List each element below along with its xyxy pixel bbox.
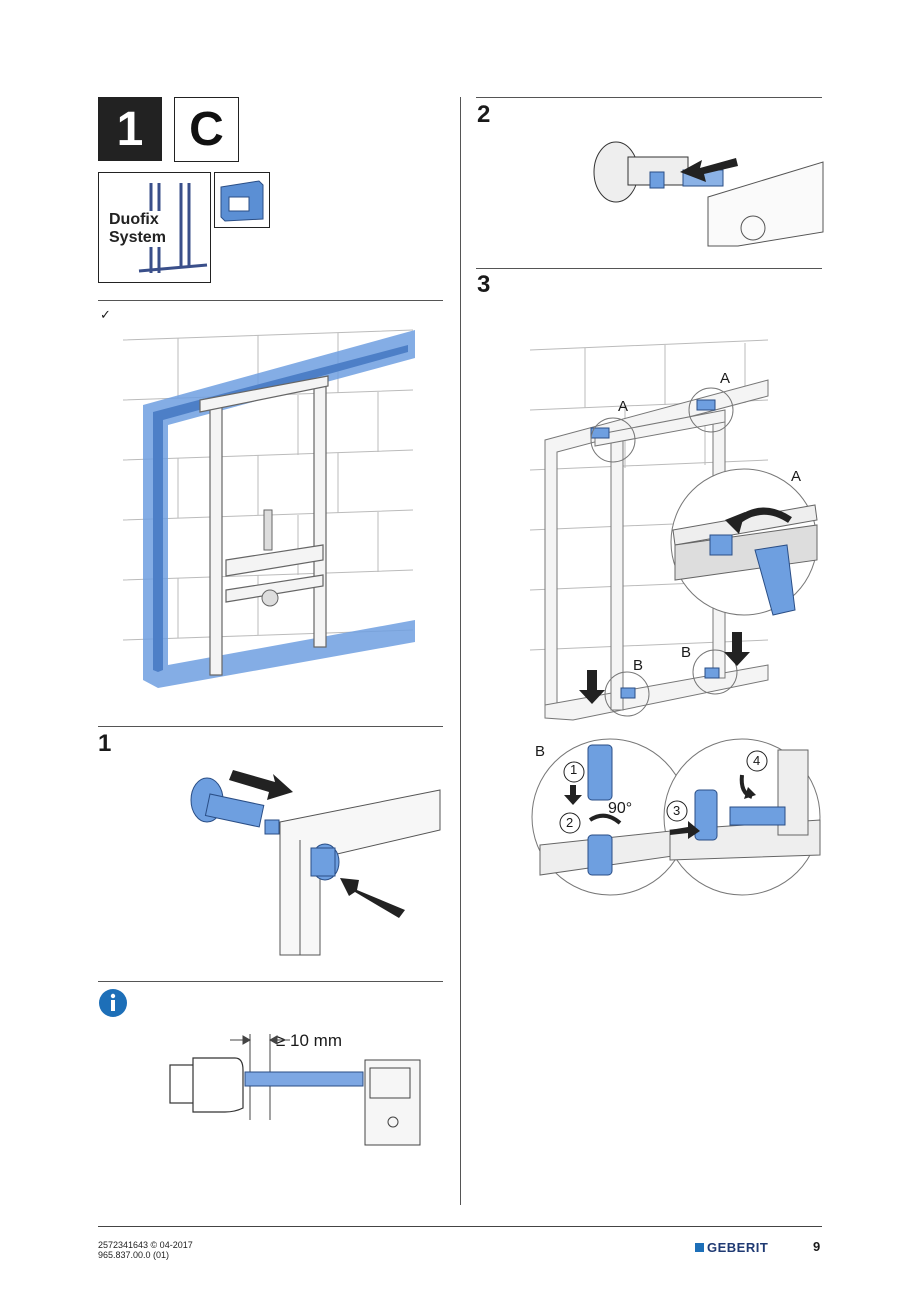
column-divider (460, 97, 461, 1205)
sub-step-1: 1 (570, 762, 578, 777)
step-2-illustration (593, 141, 824, 247)
divider (98, 981, 443, 982)
callout-b-right: B (681, 644, 692, 661)
callout-a-top-right: A (720, 370, 731, 387)
step-1-illustration (190, 770, 441, 956)
divider (98, 300, 443, 301)
callout-a-top-left: A (618, 398, 629, 415)
brand-logo: GEBERIT (695, 1240, 768, 1255)
article-number: 965.837.00.0 (01) (98, 1250, 170, 1260)
mounting-bracket-box (214, 172, 270, 228)
sub-step-4: 4 (753, 753, 761, 768)
brand-text: GEBERIT (707, 1240, 769, 1255)
page-number: 9 (813, 1239, 821, 1254)
footer-rule (98, 1226, 822, 1227)
sub-step-3: 3 (673, 803, 681, 818)
info-icon (99, 989, 127, 1017)
brand-square-icon (695, 1243, 704, 1252)
wall-frame-illustration (122, 329, 415, 688)
rotation-angle-label: 90° (608, 800, 633, 817)
duofix-frame-icon (138, 183, 208, 273)
callout-a-zoom: A (791, 468, 802, 485)
callout-b-detail: B (535, 743, 546, 760)
detail-b-illustration (531, 738, 821, 896)
document-number: 2572341643 © 04-2017 (98, 1240, 193, 1250)
step-letter-text: C (189, 103, 224, 156)
callout-b-left: B (633, 657, 644, 674)
duofix-label-line1: Duofix (109, 211, 161, 229)
divider (476, 268, 822, 269)
step-1-number: 1 (98, 730, 112, 757)
step-2-number: 2 (477, 101, 491, 128)
step-number-box: 1 (98, 97, 162, 161)
info-illustration (169, 1034, 421, 1146)
step-number-text: 1 (116, 102, 144, 156)
duofix-system-box: Duofix System (98, 172, 211, 283)
duofix-label: Duofix System (109, 211, 168, 247)
bracket-icon (220, 180, 264, 222)
duofix-label-line2: System (109, 229, 168, 247)
step-3-number: 3 (477, 271, 491, 298)
divider (476, 97, 822, 98)
check-mark-icon: ✓ (100, 307, 111, 322)
divider (98, 726, 443, 727)
step-letter-box: C (174, 97, 239, 162)
step-3-illustration (529, 339, 818, 721)
sub-step-2: 2 (566, 815, 574, 830)
dimension-label: ≥ 10 mm (276, 1031, 343, 1050)
